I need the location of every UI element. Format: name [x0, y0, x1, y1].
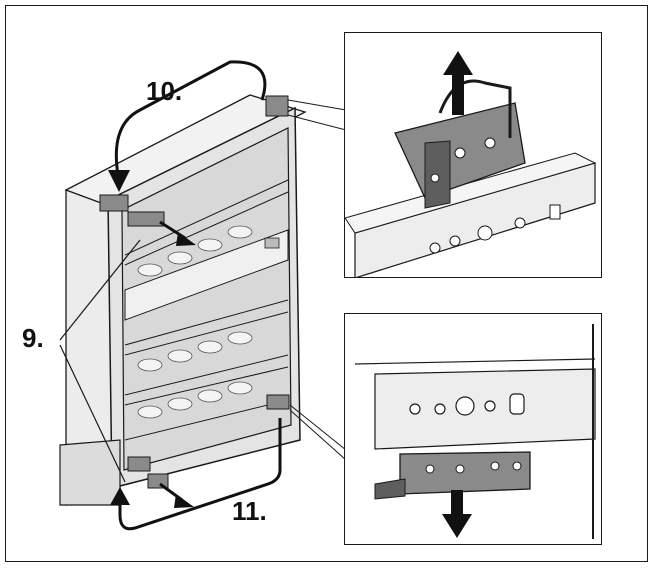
mounting-bracket-icon [394, 79, 526, 209]
cabinet-base [59, 439, 121, 506]
control-panel [124, 229, 289, 321]
arrow-down-icon [442, 490, 472, 538]
bottom-right-bracket [266, 394, 290, 410]
bottle-rows [137, 225, 253, 419]
step-label-10: 10. [146, 76, 183, 106]
top-left-bracket [99, 194, 129, 212]
step-label-11: 11. [232, 496, 267, 526]
arrow-step11-head [110, 487, 130, 505]
bottom-left-bracket [127, 456, 151, 472]
mounting-bracket-icon [374, 451, 531, 500]
detail-inset-bottom [344, 313, 602, 545]
arrow-curved-head-icon [108, 170, 130, 192]
inset-leaders [287, 99, 347, 461]
slide-plate-top [127, 211, 165, 227]
arrow-curved-icon [114, 60, 267, 176]
display-icon [264, 237, 280, 249]
arrow-step11-path [118, 418, 282, 531]
rail-profile-bottom [374, 368, 596, 450]
leader-lines-9 [59, 239, 141, 483]
detail-inset-top [344, 32, 602, 278]
arrow-up-icon [443, 51, 473, 115]
top-hinge-bracket [265, 95, 289, 117]
step-label-9: 9. [22, 323, 44, 353]
